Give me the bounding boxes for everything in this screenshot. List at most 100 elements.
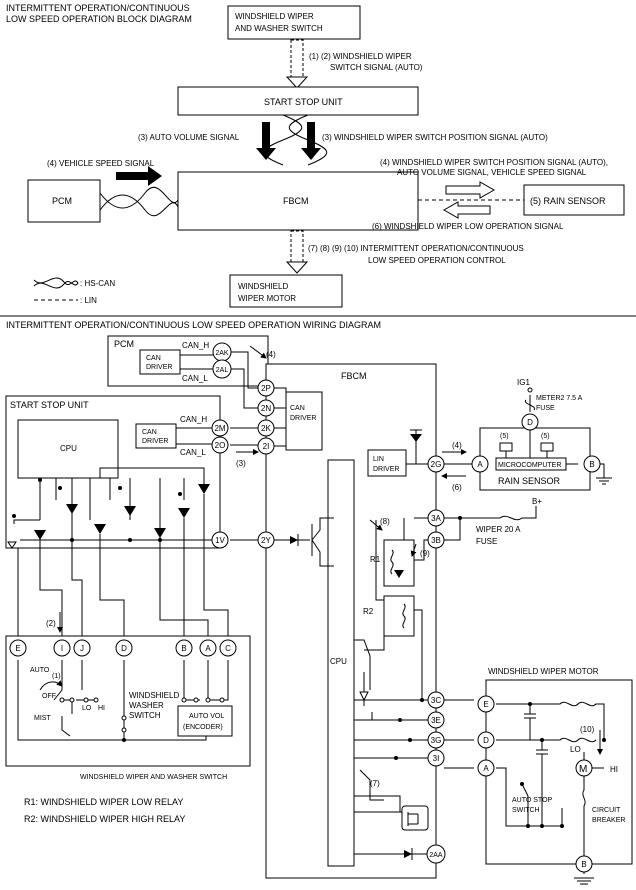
switch-title-2: WASHER bbox=[129, 701, 164, 710]
block-rain-sensor bbox=[523, 184, 625, 216]
block-diagram: INTERMITTENT OPERATION/CONTINUOUS LOW SP… bbox=[6, 3, 625, 308]
rain-meter-fuse-2: FUSE bbox=[536, 405, 555, 412]
switch-title-1: WINDSHIELD bbox=[129, 691, 179, 700]
terminal-label: J bbox=[80, 644, 84, 653]
wiring-bplus: B+ bbox=[532, 497, 542, 506]
terminal-label: I bbox=[61, 644, 63, 653]
rain-sig-5a: (5) bbox=[500, 433, 509, 440]
ssu-can-driver bbox=[135, 423, 177, 449]
terminal-fb-2y: 2Y bbox=[257, 531, 275, 549]
fbcm-can-driver-1: CAN bbox=[290, 405, 305, 412]
rain-sensor-label: RAIN SENSOR bbox=[498, 476, 561, 486]
arrow-switch-position bbox=[301, 122, 321, 160]
terminal-label: B bbox=[589, 460, 594, 469]
terminal-label: A bbox=[483, 764, 489, 773]
terminal-label: D bbox=[483, 736, 489, 745]
block-sig-6: (6) WINDSHIELD WIPER LOW OPERATION SIGNA… bbox=[372, 222, 564, 231]
terminal-label: E bbox=[15, 644, 20, 653]
terminal-fb-3i: 3I bbox=[427, 749, 445, 767]
terminal-fb-2n: 2N bbox=[257, 399, 275, 417]
arrow-from-rain-sensor bbox=[442, 201, 491, 219]
terminal-rs-a: A bbox=[471, 455, 489, 473]
block-title-line2: LOW SPEED OPERATION BLOCK DIAGRAM bbox=[6, 14, 192, 24]
r1-description: R1: WINDSHIELD WIPER LOW RELAY bbox=[24, 797, 183, 807]
block-motor-label2: WIPER MOTOR bbox=[238, 294, 296, 303]
terminal-pcm-2al: 2AL bbox=[212, 359, 232, 379]
motor-hi: HI bbox=[610, 765, 618, 774]
terminal-label: 2AK bbox=[215, 350, 229, 357]
pcm-can-driver-1: CAN bbox=[146, 355, 161, 362]
block-sig-12-line2: SWITCH SIGNAL (AUTO) bbox=[330, 63, 423, 72]
wiring-diagram: PCM CAN DRIVER CAN_H CAN_L FBCM CAN DRIV… bbox=[5, 335, 633, 885]
terminal-sw-c: C bbox=[219, 639, 237, 657]
terminal-label: 2AA bbox=[429, 852, 443, 859]
relay-r2-label: R2 bbox=[363, 607, 374, 616]
switch-caption: WINDSHIELD WIPER AND WASHER SWITCH bbox=[80, 774, 227, 781]
fbcm-cpu bbox=[327, 459, 355, 867]
terminal-label: A bbox=[477, 460, 483, 469]
fbcm-cpu-label: CPU bbox=[330, 657, 347, 666]
block-rain-label: (5) RAIN SENSOR bbox=[530, 196, 606, 206]
block-sig-12-line1: (1) (2) WINDSHIELD WIPER bbox=[309, 52, 412, 61]
rain-micro-label: MICROCOMPUTER bbox=[498, 462, 561, 469]
relay-sig-8: (8) bbox=[380, 517, 390, 526]
terminal-fb-2p: 2P bbox=[257, 379, 275, 397]
block-switch-box bbox=[227, 5, 361, 40]
relay-sig-9: (9) bbox=[420, 549, 430, 558]
terminal-label: 2N bbox=[261, 404, 271, 413]
auto-stop-2: SWITCH bbox=[512, 807, 540, 814]
terminal-label: 3B bbox=[431, 536, 441, 545]
terminal-m-b: B bbox=[575, 855, 593, 873]
terminal-label: B bbox=[581, 860, 586, 869]
wiring-sig-2: (2) bbox=[46, 619, 56, 628]
block-motor-label1: WINDSHIELD bbox=[238, 282, 288, 291]
block-sig-4-right-1: (4) WINDSHIELD WIPER SWITCH POSITION SIG… bbox=[380, 158, 608, 167]
terminal-sw-i: I bbox=[53, 639, 71, 657]
motor-lo: LO bbox=[570, 745, 581, 754]
terminal-label: 3I bbox=[433, 754, 440, 763]
block-sig-3-left: (3) AUTO VOLUME SIGNAL bbox=[138, 133, 240, 142]
terminal-group: 2AK2AL2P2N2K2I2Y2G2M2O1V3A3B3C3E3G3I2AAA… bbox=[9, 342, 601, 873]
auto-stop-1: AUTO STOP bbox=[512, 797, 553, 804]
block-start-stop-unit bbox=[177, 86, 419, 116]
terminal-label: B bbox=[181, 644, 186, 653]
legend-lin: : LIN bbox=[80, 296, 97, 305]
block-sig-3-right: (3) WINDSHIELD WIPER SWITCH POSITION SIG… bbox=[322, 133, 548, 142]
switch-title-3: SWITCH bbox=[129, 711, 161, 720]
wiring-sig-7: (7) bbox=[370, 779, 380, 788]
block-sig-4-right-2: AUTO VOLUME SIGNAL, VEHICLE SPEED SIGNAL bbox=[397, 168, 587, 177]
lin-arrow-fbcm-to-motor bbox=[285, 230, 309, 274]
block-pcm-label: PCM bbox=[52, 196, 72, 206]
breaker-2: BREAKER bbox=[592, 817, 625, 824]
terminal-fb-2g: 2G bbox=[427, 455, 445, 473]
terminal-m-d: D bbox=[477, 731, 495, 749]
relay-r2 bbox=[383, 595, 415, 637]
motor-sig-10: (10) bbox=[580, 725, 595, 734]
block-pcm bbox=[27, 179, 101, 223]
ssu-cpu-label: CPU bbox=[60, 444, 77, 453]
block-motor-box bbox=[229, 274, 343, 308]
wiring-fbcm-label: FBCM bbox=[341, 371, 367, 381]
terminal-label: 2K bbox=[261, 424, 271, 433]
wiring-ssu-label: START STOP UNIT bbox=[10, 400, 89, 410]
terminal-label: 3E bbox=[431, 716, 441, 725]
terminal-sw-a: A bbox=[199, 639, 217, 657]
switch-auto: AUTO bbox=[30, 667, 50, 674]
fbcm-lin-driver-2: DRIVER bbox=[373, 466, 399, 473]
wiring-pcm-label: PCM bbox=[114, 339, 134, 349]
relay-r1 bbox=[383, 539, 415, 587]
block-sig-4-left: (4) VEHICLE SPEED SIGNAL bbox=[47, 159, 155, 168]
fbcm-can-driver-2: DRIVER bbox=[290, 415, 316, 422]
hscan-pcm-b bbox=[99, 194, 179, 217]
terminal-label: A bbox=[205, 644, 211, 653]
terminal-pcm-2ak: 2AK bbox=[212, 342, 232, 362]
arrow-to-rain-sensor bbox=[445, 181, 496, 199]
hscan-pcm-a bbox=[99, 186, 179, 209]
switch-off: OFF bbox=[42, 693, 56, 700]
terminal-label: 2O bbox=[215, 441, 226, 450]
wiring-pcm-box bbox=[107, 335, 269, 387]
relay-r1-label: R1 bbox=[370, 555, 381, 564]
terminal-fb-3g: 3G bbox=[427, 731, 445, 749]
terminal-fb-3c: 3C bbox=[427, 691, 445, 709]
